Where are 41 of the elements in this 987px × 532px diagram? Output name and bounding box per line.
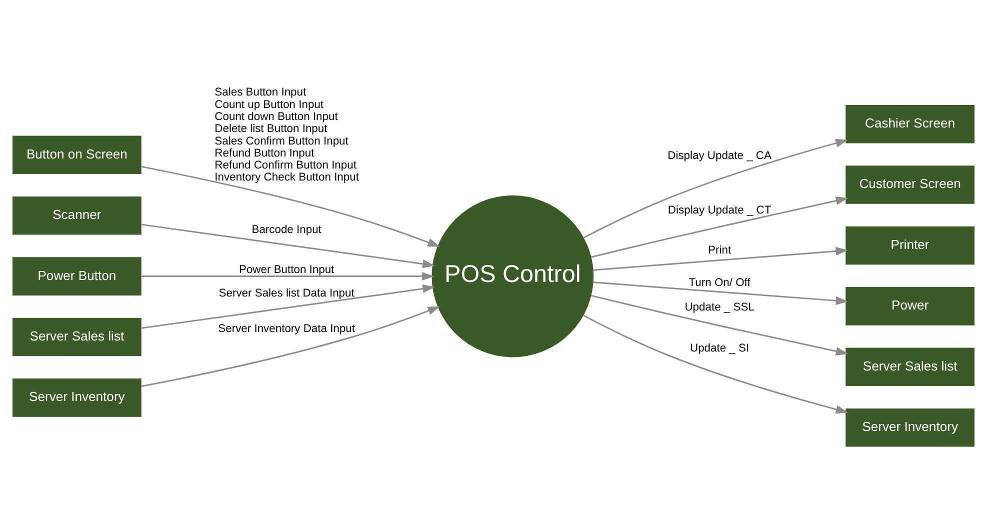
edge-label: Sales Button Input — [214, 86, 306, 98]
arrow — [582, 314, 848, 414]
edge-label: Update _ SSL — [684, 300, 754, 313]
arrow — [592, 281, 848, 304]
edge-label: Refund Button Input — [214, 146, 314, 159]
arrow — [590, 196, 848, 258]
arrow — [140, 165, 440, 246]
node-box: Button on Screen — [12, 135, 142, 174]
edge-label: Sales Confirm Button Input — [214, 134, 348, 147]
edge-label: Barcode Input — [252, 223, 322, 236]
arrow — [583, 138, 848, 238]
node-circle: POS Control — [432, 194, 594, 357]
edge-label: Display Update _ CT — [668, 204, 772, 216]
node-box: Server Sales list — [12, 317, 142, 356]
arrow — [140, 306, 440, 387]
edge-label: Refund Confirm Button Input — [214, 159, 356, 172]
arrow — [140, 284, 435, 328]
edge-label: Print — [708, 244, 732, 256]
edge-label: Server Inventory Data Input — [218, 322, 355, 334]
edge-label: Power Button Input — [239, 264, 334, 276]
arrow — [140, 223, 435, 268]
node-box: Scanner — [12, 196, 142, 234]
node-box: Server Sales list — [846, 347, 974, 386]
node-box: Server Inventory — [12, 378, 142, 416]
node-box: Power Button — [12, 256, 142, 295]
arrow — [590, 294, 848, 356]
node-box: Printer — [846, 226, 974, 264]
node-box: Customer Screen — [846, 165, 974, 204]
edge-label: Update _ SI — [690, 342, 750, 354]
node-box: Power — [846, 286, 974, 325]
edge-label: Display Update _ CA — [668, 150, 772, 162]
node-box: Server Inventory — [846, 408, 974, 446]
arrow — [140, 271, 434, 280]
arrow — [592, 246, 848, 270]
node-box: Cashier Screen — [846, 104, 974, 143]
edge-label: Count up Button Input — [214, 98, 324, 110]
edge-label: Count down Button Input — [214, 110, 338, 122]
edge-label: Inventory Check Button Input — [214, 171, 359, 184]
edge-label: Server Sales list Data Input — [218, 286, 354, 299]
edge-label: Turn On/ Off — [688, 276, 750, 289]
edge-label: Delete list Button Input — [214, 122, 328, 135]
